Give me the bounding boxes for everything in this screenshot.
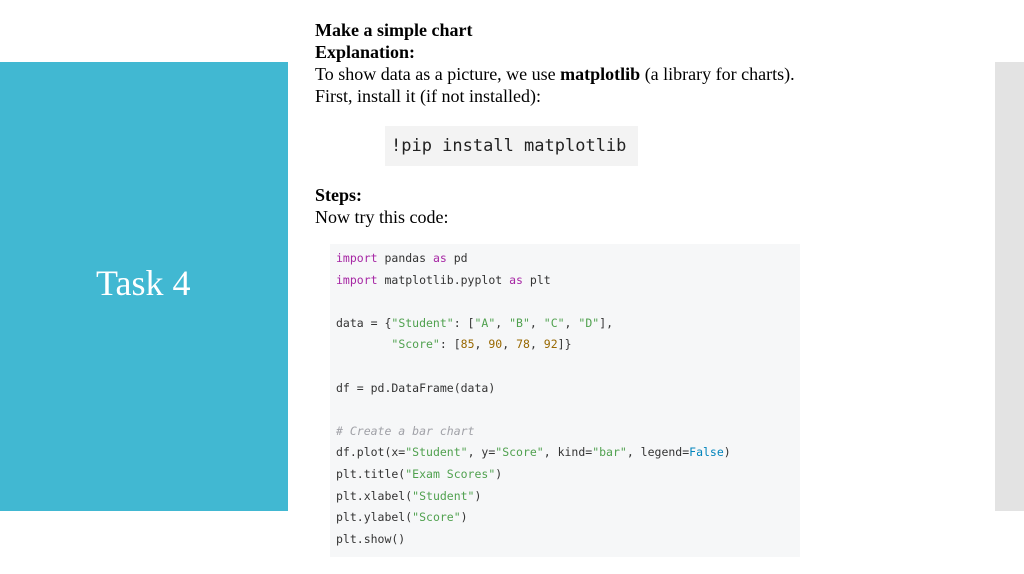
- code-line: [336, 291, 800, 313]
- code-line: [336, 399, 800, 421]
- install-command-block: !pip install matplotlib: [385, 126, 638, 166]
- left-accent-panel: [0, 62, 288, 511]
- explanation-post: (a library for charts).: [640, 64, 795, 84]
- code-line: [336, 356, 800, 378]
- code-line: df.plot(x="Student", y="Score", kind="ba…: [336, 445, 731, 460]
- code-line: plt.title("Exam Scores"): [336, 466, 503, 481]
- right-scroll-strip: [995, 62, 1024, 511]
- matplotlib-bold: matplotlib: [560, 64, 641, 84]
- install-instruction: First, install it (if not installed):: [315, 86, 541, 106]
- code-line: plt.show(): [336, 531, 406, 546]
- code-line: import pandas as pd: [336, 251, 468, 265]
- code-line: plt.ylabel("Score"): [336, 510, 468, 525]
- code-line: data = {"Student": ["A", "B", "C", "D"],: [336, 315, 614, 330]
- heading-make-chart: Make a simple chart: [315, 20, 473, 40]
- explanation-text: Make a simple chart Explanation: To show…: [315, 19, 985, 107]
- explanation-line: To show data as a picture, we use matplo…: [315, 63, 985, 85]
- heading-explanation: Explanation:: [315, 42, 416, 62]
- code-block: import pandas as pd import matplotlib.py…: [330, 244, 800, 557]
- steps-text: Now try this code:: [315, 207, 449, 227]
- code-comment: # Create a bar chart: [336, 423, 475, 438]
- steps-section: Steps: Now try this code:: [315, 184, 448, 228]
- explanation-pre: To show data as a picture, we use: [315, 64, 561, 84]
- code-line: df = pd.DataFrame(data): [336, 380, 496, 395]
- code-line: "Score": [85, 90, 78, 92]}: [391, 337, 572, 352]
- code-line: plt.xlabel("Student"): [336, 488, 482, 503]
- heading-steps: Steps:: [315, 185, 363, 205]
- code-line: import matplotlib.pyplot as plt: [336, 272, 551, 287]
- slide-title: Task 4: [96, 263, 191, 303]
